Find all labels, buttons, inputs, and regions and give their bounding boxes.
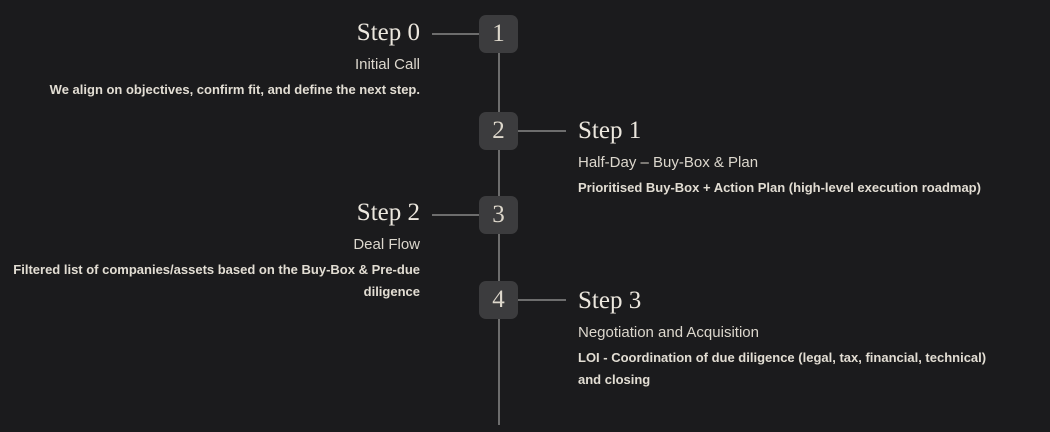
step-subtitle-1: Half-Day – Buy-Box & Plan	[578, 154, 759, 171]
step-subtitle-2: Deal Flow	[353, 236, 420, 253]
connector-step-2	[432, 214, 482, 216]
timeline-marker-3[interactable]: 3	[479, 196, 518, 234]
step-title-0: Step 0	[356, 19, 420, 46]
step-description-2: Filtered list of companies/assets based …	[13, 262, 420, 299]
step-title-1: Step 1	[578, 117, 642, 144]
step-description-0: We align on objectives, confirm fit, and…	[49, 82, 420, 97]
step-title-2: Step 2	[356, 199, 420, 226]
step-subtitle-0: Initial Call	[354, 56, 420, 73]
step-block-2: Step 2 Deal Flow Filtered list of compan…	[12, 198, 420, 303]
step-block-1: Step 1 Half-Day – Buy-Box & Plan Priorit…	[578, 116, 1008, 199]
connector-step-1	[516, 130, 566, 132]
step-description-1: Prioritised Buy-Box + Action Plan (high-…	[578, 180, 981, 195]
step-subtitle-3: Negotiation and Acquisition	[578, 324, 759, 341]
timeline-marker-1[interactable]: 1	[479, 15, 518, 53]
step-block-0: Step 0 Initial Call We align on objectiv…	[12, 18, 420, 101]
timeline-marker-4[interactable]: 4	[479, 281, 518, 319]
step-title-3: Step 3	[578, 287, 642, 314]
step-description-3: LOI - Coordination of due diligence (leg…	[578, 350, 987, 387]
connector-step-0	[432, 33, 482, 35]
connector-step-3	[516, 299, 566, 301]
timeline-marker-2[interactable]: 2	[479, 112, 518, 150]
step-block-3: Step 3 Negotiation and Acquisition LOI -…	[578, 286, 1008, 391]
